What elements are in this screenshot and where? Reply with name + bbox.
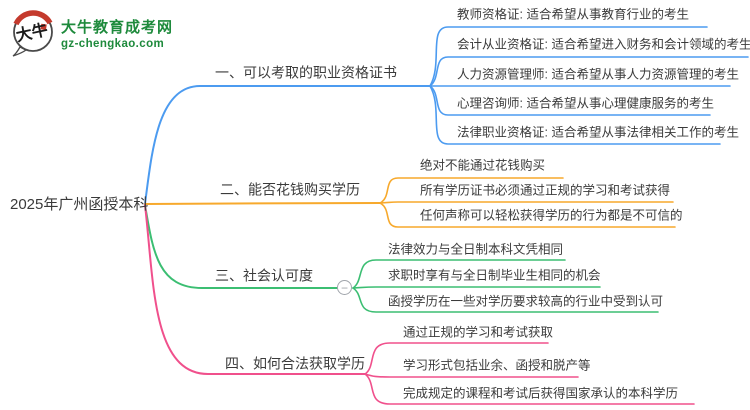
site-logo[interactable]: 大牛 大牛教育成考网 gz-chengkao.com <box>10 9 173 57</box>
branch-2-leaf-3[interactable]: 任何声称可以轻松获得学历的行为都是不可信的 <box>420 208 683 223</box>
branch-3-label[interactable]: 三、社会认可度 <box>215 267 313 284</box>
branch-3-leaf-3[interactable]: 函授学历在一些对学历要求较高的行业中受到认可 <box>388 294 664 309</box>
branch-4-leaf-1[interactable]: 通过正规的学习和考试获取 <box>403 325 554 340</box>
logo-text: 大牛教育成考网 gz-chengkao.com <box>61 16 173 50</box>
branch-4-leaf-3[interactable]: 完成规定的课程和考试后获得国家承认的本科学历 <box>403 386 679 401</box>
branch-3-collapse-button[interactable]: − <box>337 280 352 295</box>
logo-bubble-icon: 大牛 <box>12 10 53 57</box>
logo-red-arc <box>13 10 53 26</box>
branch-2-lines <box>144 177 676 228</box>
logo-red-seal <box>40 23 47 30</box>
branch-4-leaf-2[interactable]: 学习形式包括业余、函授和脱产等 <box>403 358 591 373</box>
branch-1-leaf-3[interactable]: 人力资源管理师: 适合希望从事人力资源管理的考生 <box>457 67 739 82</box>
branch-4-lines <box>144 204 695 405</box>
branch-2-leaf-2[interactable]: 所有学历证书必须通过正规的学习和考试获得 <box>420 183 671 198</box>
logo-site-url: gz-chengkao.com <box>61 38 165 50</box>
branch-1-leaf-1[interactable]: 教师资格证: 适合希望从事教育行业的考生 <box>457 7 689 22</box>
branch-4-label[interactable]: 四、如何合法获取学历 <box>225 355 365 372</box>
minus-icon: − <box>340 280 348 295</box>
branch-2-leaf-1[interactable]: 绝对不能通过花钱购买 <box>420 158 546 173</box>
branch-3-leaf-1[interactable]: 法律效力与全日制本科文凭相同 <box>388 242 564 257</box>
branch-1-label[interactable]: 一、可以考取的职业资格证书 <box>215 64 397 81</box>
branch-1-leaf-2[interactable]: 会计从业资格证: 适合希望进入财务和会计领域的考生 <box>457 37 750 52</box>
branch-3-leaf-2[interactable]: 求职时享有与全日制毕业生相同的机会 <box>388 268 601 283</box>
root-node[interactable]: 2025年广州函授本科 <box>10 196 149 213</box>
logo-site-name: 大牛教育成考网 <box>61 19 174 36</box>
branch-1-lines <box>144 26 749 205</box>
branch-3-lines <box>144 204 659 313</box>
branch-2-label[interactable]: 二、能否花钱购买学历 <box>220 181 360 198</box>
branch-1-leaf-5[interactable]: 法律职业资格证: 适合希望从事法律相关工作的考生 <box>457 125 739 140</box>
branch-1-leaf-4[interactable]: 心理咨询师: 适合希望从事心理健康服务的考生 <box>457 96 714 111</box>
